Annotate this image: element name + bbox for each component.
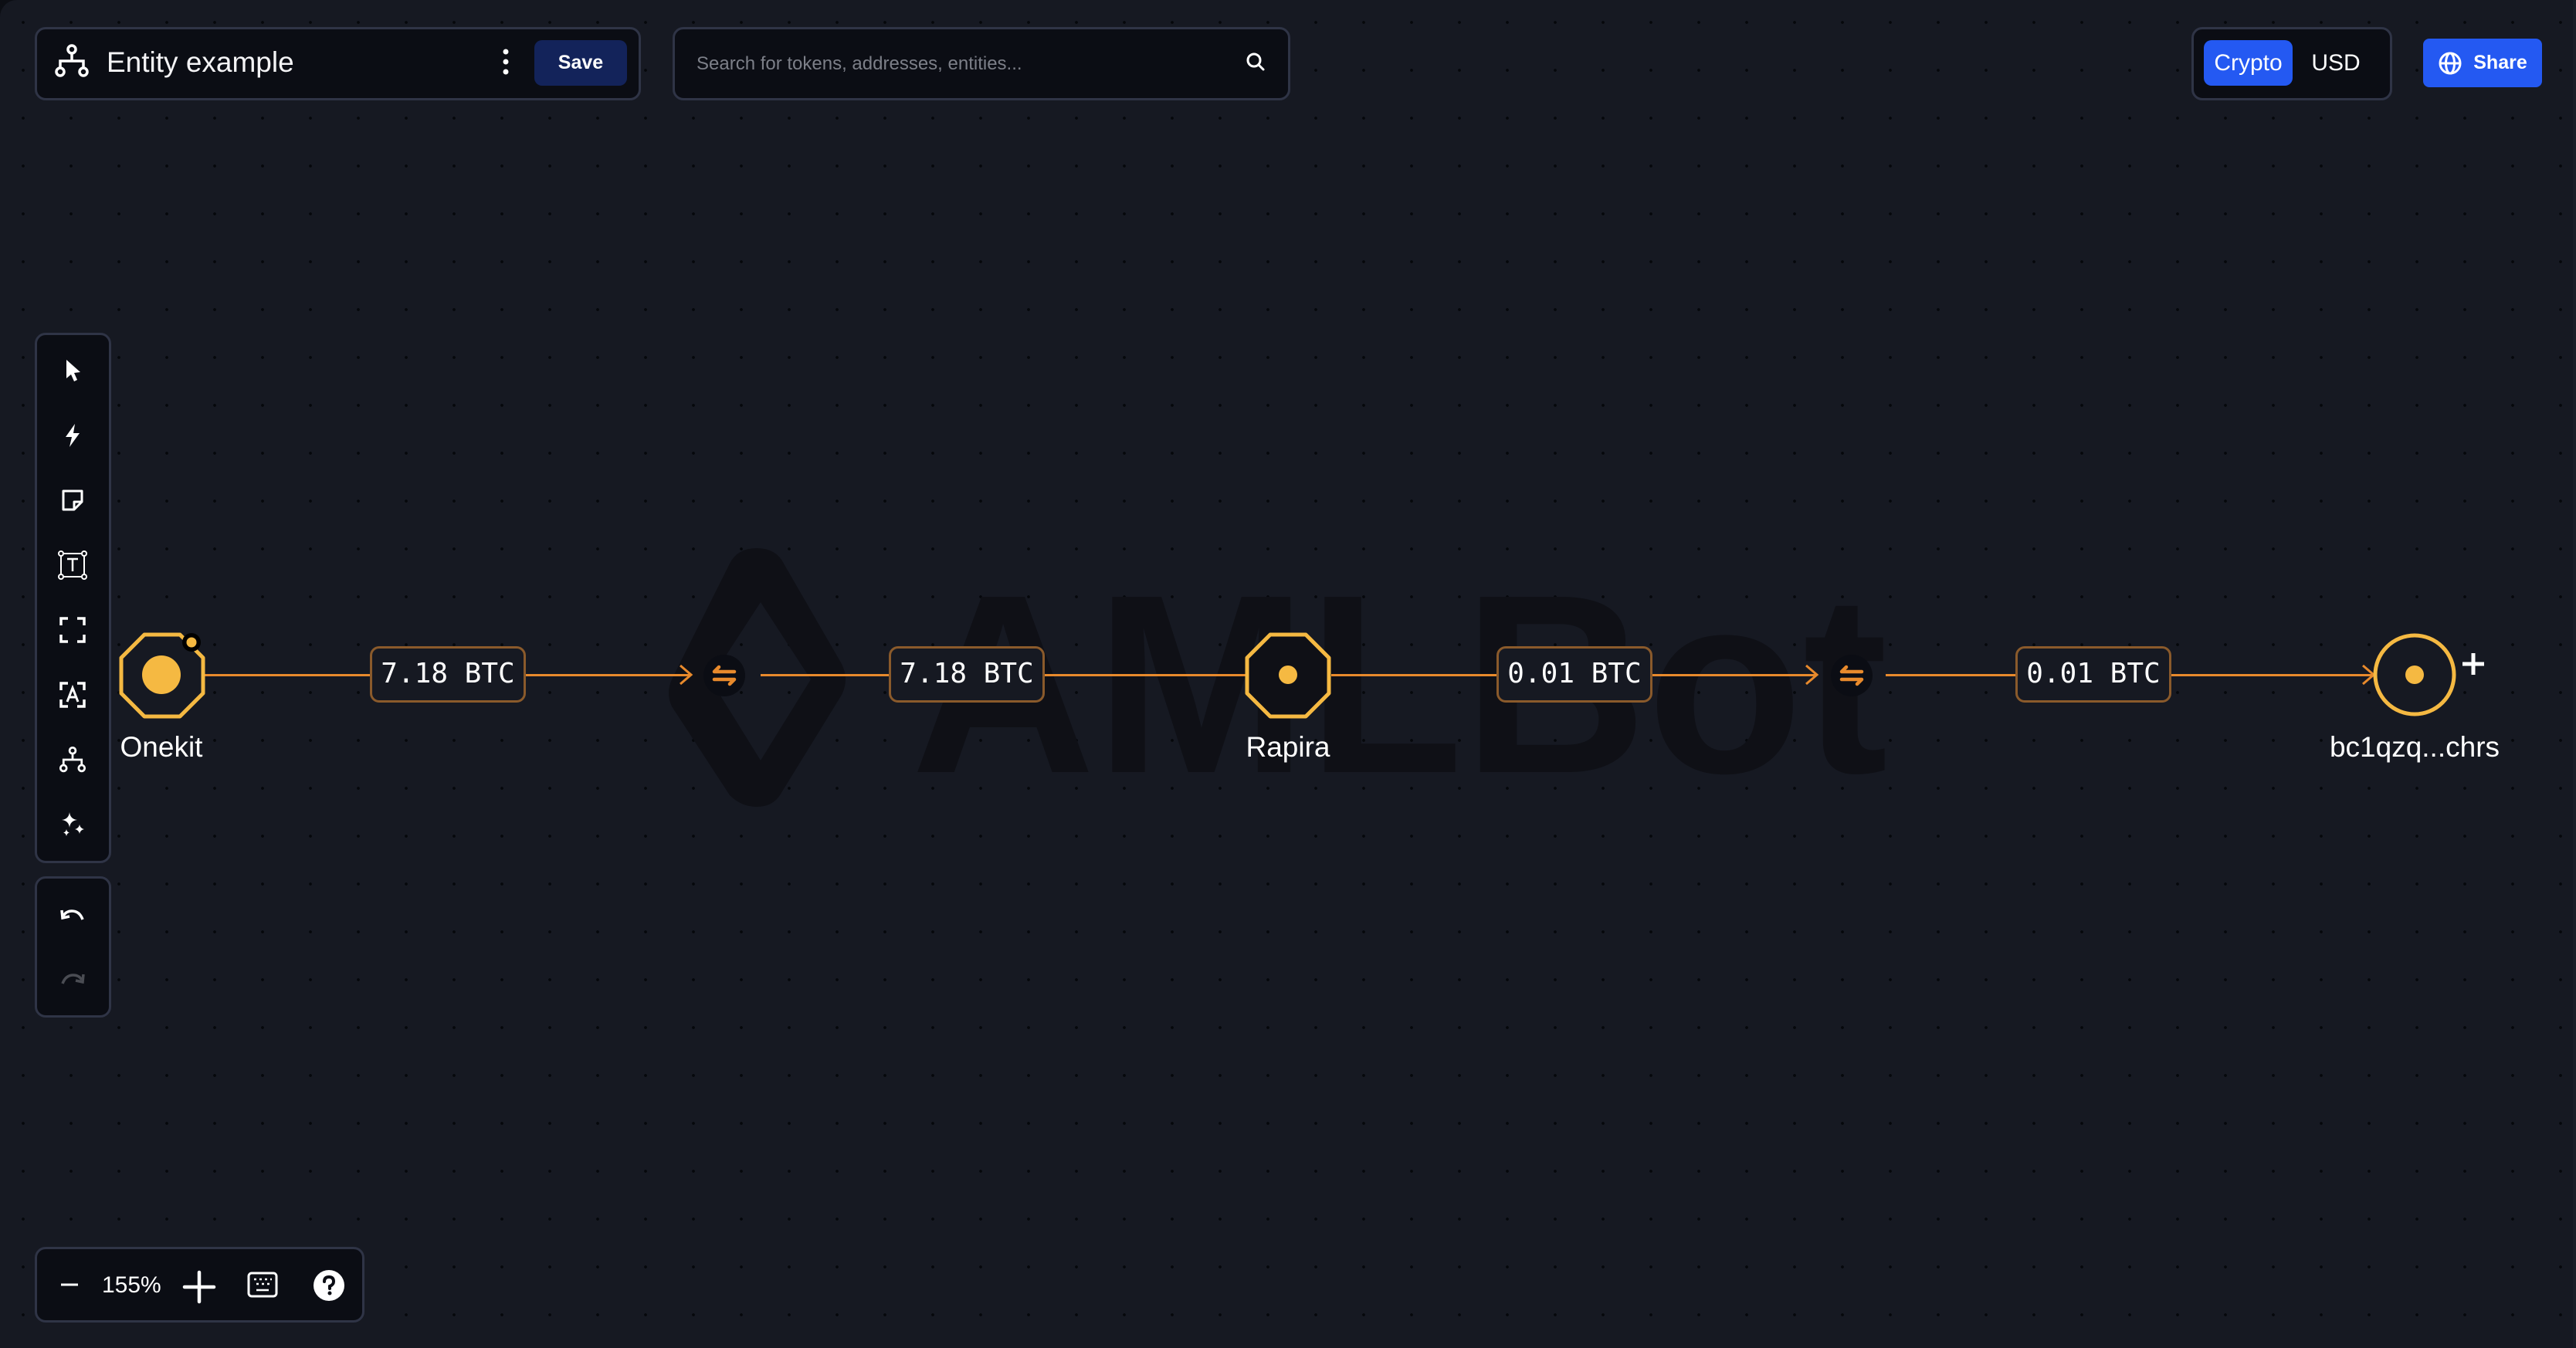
swap-icon[interactable] [703,655,745,696]
undo-icon [60,909,84,920]
sparkles-icon [62,812,84,836]
text-box-icon [58,550,87,580]
edge-line[interactable] [1045,674,1246,676]
label-tool-button[interactable] [54,676,91,713]
select-tool-button[interactable] [54,352,91,389]
document-title[interactable]: Entity example [107,46,294,78]
node-rapira[interactable] [1242,629,1334,722]
edge-amount-label[interactable]: 7.18 BTC [370,646,526,703]
hierarchy-icon [55,44,89,77]
undo-button[interactable] [54,898,91,935]
entity-tool-button[interactable] [54,741,91,778]
edge-line[interactable] [2171,674,2373,676]
currency-crypto-option[interactable]: Crypto [2204,40,2293,86]
quick-action-tool-button[interactable] [54,417,91,454]
tools-toolbar [35,333,111,863]
node-badge [186,637,197,648]
note-tool-button[interactable] [54,482,91,519]
edge-line[interactable] [1331,674,1497,676]
history-toolbar [35,876,111,1018]
text-tool-button[interactable] [54,547,91,584]
node-label: Onekit [120,731,203,763]
redo-icon [61,974,85,984]
node-onekit[interactable] [116,629,208,722]
node-label: bc1qzq...chrs [2329,731,2500,763]
keyboard-shortcuts-icon[interactable] [247,1272,278,1298]
edge-amount-label[interactable]: 0.01 BTC [2015,646,2171,703]
label-a-icon [59,682,86,708]
edge-amount-label[interactable]: 0.01 BTC [1496,646,1652,703]
zoom-out-button[interactable] [58,1268,81,1302]
help-icon[interactable] [313,1269,345,1302]
save-button[interactable]: Save [534,40,627,86]
currency-usd-option[interactable]: USD [2311,50,2361,76]
edge-line[interactable] [761,674,889,676]
expand-plus-icon[interactable] [2460,651,2486,677]
frame-corners-icon [59,617,86,643]
share-label: Share [2473,52,2527,73]
node-bc1-address[interactable] [2371,632,2458,718]
canvas-edge [2573,0,2576,1348]
ai-tool-button[interactable] [54,806,91,843]
redo-button[interactable] [54,962,91,999]
more-options-icon[interactable] [494,45,517,80]
edge-line[interactable] [205,674,370,676]
search-icon[interactable] [1245,51,1266,73]
sticky-note-icon [62,489,83,511]
edge-line[interactable] [526,674,690,676]
swap-icon[interactable] [1831,655,1873,696]
frame-tool-button[interactable] [54,611,91,649]
zoom-in-button[interactable] [182,1270,216,1304]
edge-line[interactable] [1652,674,1815,676]
node-label: Rapira [1246,731,1330,763]
globe-icon [2439,52,2462,74]
lightning-icon [66,424,80,447]
cursor-icon [66,360,80,381]
hierarchy-icon [59,746,86,773]
search-input[interactable] [695,48,1223,80]
share-button[interactable]: Share [2423,39,2542,87]
edge-line[interactable] [1886,674,2016,676]
edge-amount-label[interactable]: 7.18 BTC [889,646,1045,703]
zoom-level: 155% [102,1272,161,1298]
